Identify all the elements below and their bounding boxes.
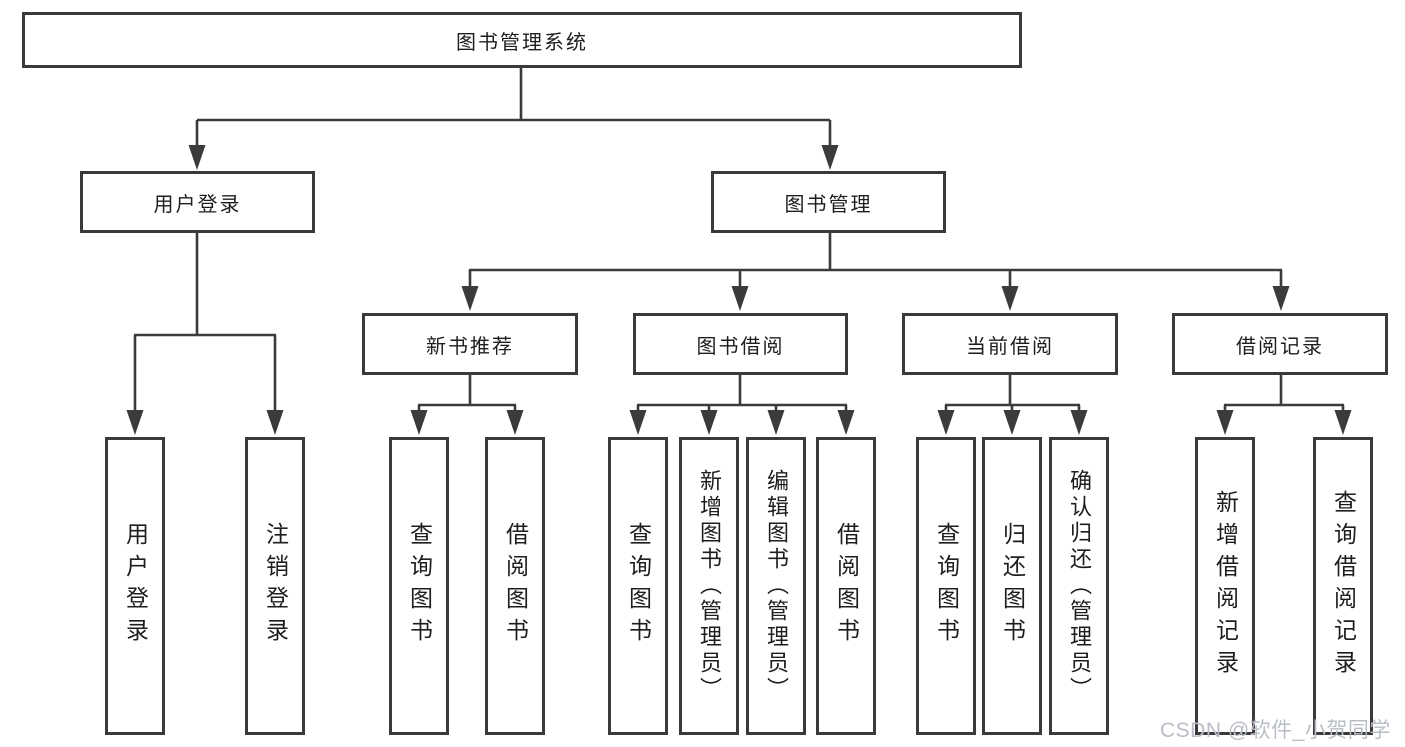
node-new-book-recommend-label: 新书推荐: [426, 335, 514, 358]
edge-book-borrow-to-leaves: [636, 375, 848, 414]
leaf-br-query-record-label: 查询借阅记录: [1330, 490, 1357, 682]
node-user-login: 用户登录: [80, 171, 315, 233]
node-book-borrow: 图书借阅: [633, 313, 848, 375]
node-new-book-recommend: 新书推荐: [362, 313, 578, 375]
leaf-logout: 注销登录: [245, 437, 305, 735]
leaf-bb-borrow-book: 借阅图书: [816, 437, 876, 735]
leaf-cb-query-book-label: 查询图书: [933, 522, 960, 650]
leaf-nb-borrow-book-label: 借阅图书: [502, 522, 529, 650]
edge-user-login-to-leaves: [133, 233, 277, 413]
leaf-bb-borrow-book-label: 借阅图书: [833, 522, 860, 650]
leaf-bb-query-book-label: 查询图书: [625, 522, 652, 650]
edge-current-borrow-to-leaves: [944, 375, 1081, 414]
node-book-borrow-label: 图书借阅: [696, 335, 785, 358]
leaf-bb-edit-book-admin: 编辑图书（管理员）: [746, 437, 806, 735]
edge-new-book-recommend-to-leaves: [417, 375, 517, 414]
leaf-cb-query-book: 查询图书: [916, 437, 976, 735]
leaf-logout-label: 注销登录: [262, 522, 289, 650]
leaf-nb-borrow-book: 借阅图书: [485, 437, 545, 735]
node-user-login-label: 用户登录: [153, 193, 242, 216]
edge-book-management-to-level3: [468, 233, 1283, 289]
leaf-bb-add-book-admin-label: 新增图书（管理员）: [697, 469, 722, 703]
leaf-user-login: 用户登录: [105, 437, 165, 735]
leaf-bb-query-book: 查询图书: [608, 437, 668, 735]
leaf-user-login-label: 用户登录: [122, 522, 149, 650]
node-current-borrow: 当前借阅: [902, 313, 1118, 375]
node-current-borrow-label: 当前借阅: [966, 335, 1054, 358]
leaf-nb-query-book-label: 查询图书: [406, 522, 433, 650]
node-book-management: 图书管理: [711, 171, 946, 233]
node-root-label: 图书管理系统: [456, 31, 588, 54]
csdn-watermark: CSDN @软件_小贺同学: [1160, 719, 1391, 742]
node-borrow-record: 借阅记录: [1172, 313, 1388, 375]
leaf-cb-confirm-return-admin-label: 确认归还（管理员）: [1067, 469, 1092, 703]
leaf-cb-return-book: 归还图书: [982, 437, 1042, 735]
node-borrow-record-label: 借阅记录: [1236, 335, 1324, 358]
leaf-nb-query-book: 查询图书: [389, 437, 449, 735]
edge-borrow-record-to-leaves: [1223, 375, 1345, 414]
node-book-management-label: 图书管理: [784, 193, 873, 216]
leaf-br-add-record-label: 新增借阅记录: [1212, 490, 1239, 682]
edge-root-to-level2: [195, 68, 832, 148]
leaf-bb-edit-book-admin-label: 编辑图书（管理员）: [764, 469, 789, 703]
leaf-br-add-record: 新增借阅记录: [1195, 437, 1255, 735]
leaf-bb-add-book-admin: 新增图书（管理员）: [679, 437, 739, 735]
leaf-br-query-record: 查询借阅记录: [1313, 437, 1373, 735]
node-root: 图书管理系统: [22, 12, 1022, 68]
leaf-cb-return-book-label: 归还图书: [999, 522, 1026, 650]
leaf-cb-confirm-return-admin: 确认归还（管理员）: [1049, 437, 1109, 735]
